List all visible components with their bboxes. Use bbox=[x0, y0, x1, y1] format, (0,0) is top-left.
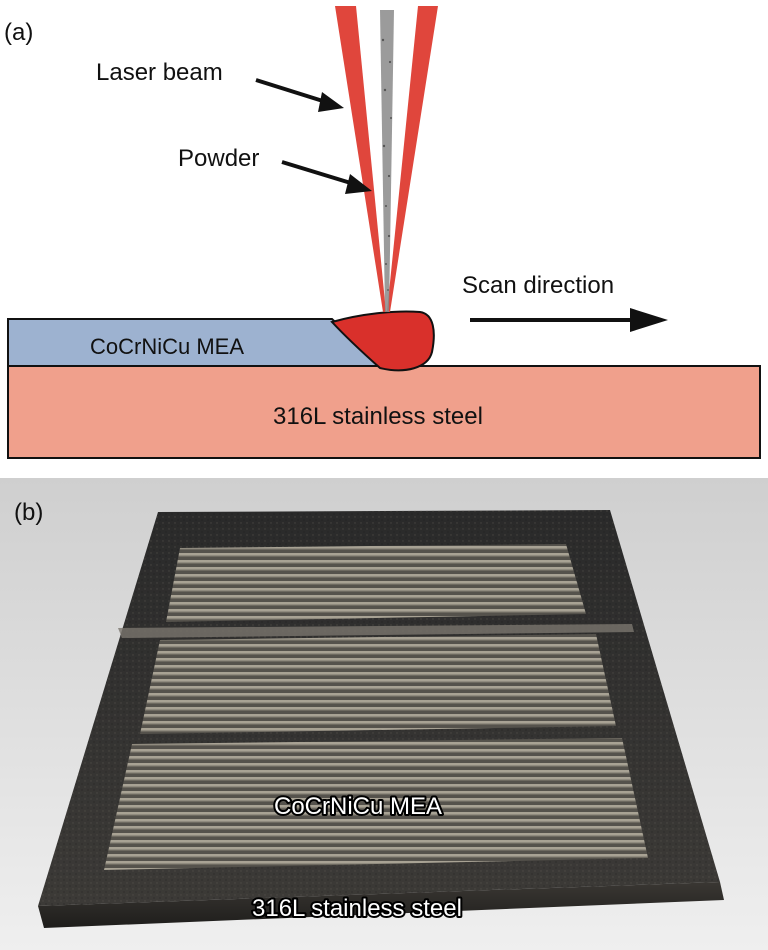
laser-beam-left bbox=[335, 6, 386, 312]
plate-groove bbox=[118, 624, 634, 638]
track-region-2 bbox=[140, 634, 616, 734]
laser-beam-label: Laser beam bbox=[96, 59, 223, 86]
deposit-layer bbox=[7, 318, 385, 367]
powder-stream bbox=[380, 10, 394, 312]
laser-beam-arrow bbox=[255, 78, 344, 112]
deposit-label: CoCrNiCu MEA bbox=[90, 334, 244, 359]
scan-direction-arrow bbox=[470, 308, 668, 332]
panel-a-tag: (a) bbox=[4, 19, 33, 46]
photo-substrate-label: 316L stainless steel bbox=[252, 895, 462, 922]
panel-b: (b) CoCrNiCu MEA 316L stainless steel bbox=[0, 478, 768, 950]
melt-pool bbox=[330, 310, 435, 372]
plate-front-edge bbox=[38, 882, 724, 928]
panel-a: (a) Laser beam Powder Scan direction bbox=[4, 6, 761, 459]
photo-deposit-label: CoCrNiCu MEA bbox=[274, 793, 442, 820]
track-region-1 bbox=[166, 544, 586, 622]
scan-direction-label: Scan direction bbox=[462, 272, 614, 299]
powder-label: Powder bbox=[178, 145, 259, 172]
powder-arrow bbox=[281, 160, 372, 194]
substrate-block bbox=[7, 365, 761, 459]
panel-b-tag: (b) bbox=[14, 499, 43, 526]
substrate-label: 316L stainless steel bbox=[273, 403, 483, 430]
laser-beam-right bbox=[387, 6, 438, 312]
track-region-3 bbox=[104, 738, 648, 870]
powder-particles bbox=[381, 38, 392, 291]
